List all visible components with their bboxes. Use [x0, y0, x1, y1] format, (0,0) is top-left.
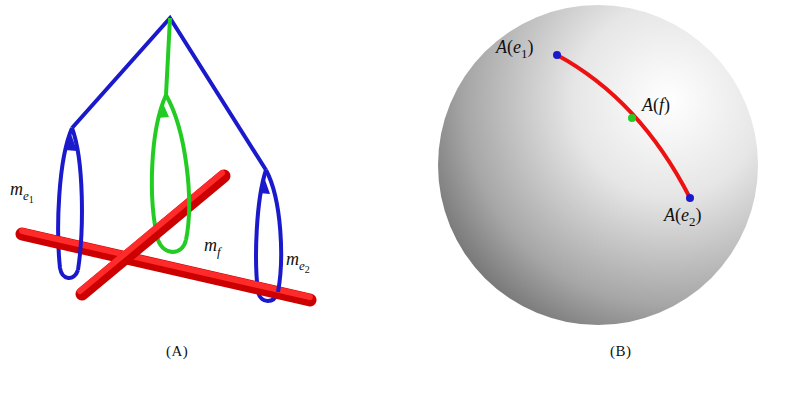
meridian-loop — [58, 128, 78, 278]
path-to-basepoint — [72, 18, 266, 170]
panel-caption: (B) — [610, 344, 632, 359]
geodesic-arc — [557, 55, 690, 198]
panel-caption: (A) — [166, 344, 188, 359]
sphere-picture — [438, 5, 758, 325]
point — [553, 51, 561, 59]
point-label: A(f) — [642, 96, 670, 114]
red-strand — [80, 173, 222, 291]
point — [686, 194, 694, 202]
loop-label: me1 — [10, 180, 34, 198]
arrowhead — [65, 134, 77, 151]
path-to-basepoint — [166, 18, 170, 95]
loop-label: mf — [204, 236, 221, 254]
point — [628, 114, 636, 122]
point-label: A(e1) — [496, 38, 534, 56]
arrowhead — [259, 177, 270, 194]
knot-picture — [22, 18, 310, 301]
red-strand — [22, 231, 310, 297]
point-label: A(e2) — [664, 206, 702, 224]
loop-label: me2 — [286, 250, 310, 268]
arrowhead — [157, 101, 169, 118]
meridian-loop — [266, 170, 281, 292]
red-strand — [82, 176, 224, 294]
meridian-loop — [166, 95, 189, 240]
sphere — [438, 5, 758, 325]
